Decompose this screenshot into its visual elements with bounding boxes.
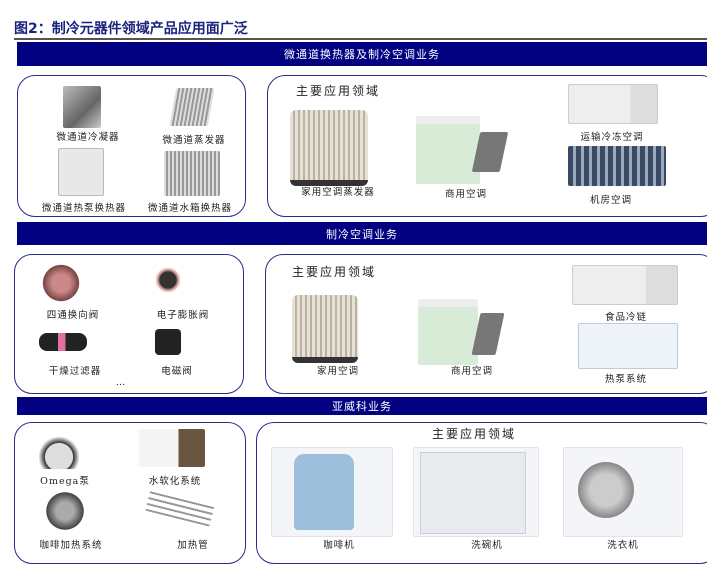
solenoid-valve-image <box>155 329 181 355</box>
product-label: Omega泵 <box>40 476 90 487</box>
product-label: 微通道热泵换热器 <box>41 203 127 214</box>
figure-title: 图2：制冷元器件领域产品应用面广泛 <box>14 21 248 37</box>
application-label: 洗碗机 <box>471 540 503 551</box>
home-ac-image <box>290 110 368 186</box>
product-label: 微通道蒸发器 <box>162 135 226 146</box>
application-label: 洗衣机 <box>607 540 639 551</box>
application-label: 运输冷冻空调 <box>580 132 644 143</box>
heat-pump-diagram-image <box>578 323 678 369</box>
product-label: 电磁阀 <box>161 366 193 377</box>
filter-drier-image <box>39 333 87 351</box>
water-softener-image <box>139 429 205 467</box>
application-label: 商用空调 <box>450 366 494 377</box>
more-indicator: … <box>115 377 127 388</box>
truck-image <box>572 265 678 305</box>
home-ac-image <box>292 295 358 363</box>
product-label: 微通道水箱换热器 <box>147 203 233 214</box>
four-way-valve-image <box>39 263 83 303</box>
commercial-ac-image <box>416 116 480 184</box>
heating-tube-image <box>145 489 215 527</box>
commercial-ac-image <box>418 299 478 365</box>
section-banner-refrigeration: 制冷空调业务 <box>17 222 707 245</box>
product-label: 四通换向阀 <box>46 310 100 321</box>
product-label: 干燥过滤器 <box>48 366 102 377</box>
product-label: 微通道冷凝器 <box>56 132 120 143</box>
condenser-image <box>63 86 101 128</box>
product-label: 水软化系统 <box>148 476 202 487</box>
application-label: 家用空调蒸发器 <box>301 187 375 198</box>
product-label: 电子膨胀阀 <box>156 310 210 321</box>
applications-panel-1: 主要应用领域 家用空调蒸发器 商用空调 运输冷冻空调 机房空调 <box>267 75 707 217</box>
products-panel-1: 微通道冷凝器 微通道蒸发器 微通道热泵换热器 微通道水箱换热器 <box>17 75 246 217</box>
title-divider <box>14 38 707 40</box>
product-label: 加热管 <box>177 540 209 551</box>
section-banner-aweco: 亚威科业务 <box>17 397 707 415</box>
coffee-heating-system-image <box>43 491 87 531</box>
application-label: 机房空调 <box>589 195 633 206</box>
application-label: 商用空调 <box>444 189 488 200</box>
section-banner-microchannel: 微通道换热器及制冷空调业务 <box>17 42 707 66</box>
applications-heading: 主要应用领域 <box>432 427 517 441</box>
dishwasher-image <box>413 447 539 537</box>
application-label: 家用空调 <box>316 366 360 377</box>
omega-pump-image <box>39 429 79 469</box>
applications-panel-2: 主要应用领域 家用空调 商用空调 食品冷链 热泵系统 <box>265 254 707 394</box>
expansion-valve-image <box>153 265 183 295</box>
applications-heading: 主要应用领域 <box>292 265 377 279</box>
evaporator-image <box>169 88 215 126</box>
application-label: 食品冷链 <box>604 312 648 323</box>
product-label: 咖啡加热系统 <box>39 540 103 551</box>
truck-image <box>568 84 658 124</box>
applications-panel-3: 主要应用领域 咖啡机 洗碗机 洗衣机 <box>256 422 707 564</box>
heat-pump-exchanger-image <box>58 148 104 196</box>
coffee-machine-image <box>271 447 393 537</box>
application-label: 热泵系统 <box>604 374 648 385</box>
datacenter-image <box>568 146 666 186</box>
water-tank-exchanger-image <box>164 151 220 196</box>
application-label: 咖啡机 <box>323 540 355 551</box>
applications-heading: 主要应用领域 <box>296 84 381 98</box>
products-panel-3: Omega泵 水软化系统 咖啡加热系统 加热管 <box>14 422 246 564</box>
products-panel-2: 四通换向阀 电子膨胀阀 干燥过滤器 电磁阀 … <box>14 254 244 394</box>
washing-machine-image <box>563 447 683 537</box>
